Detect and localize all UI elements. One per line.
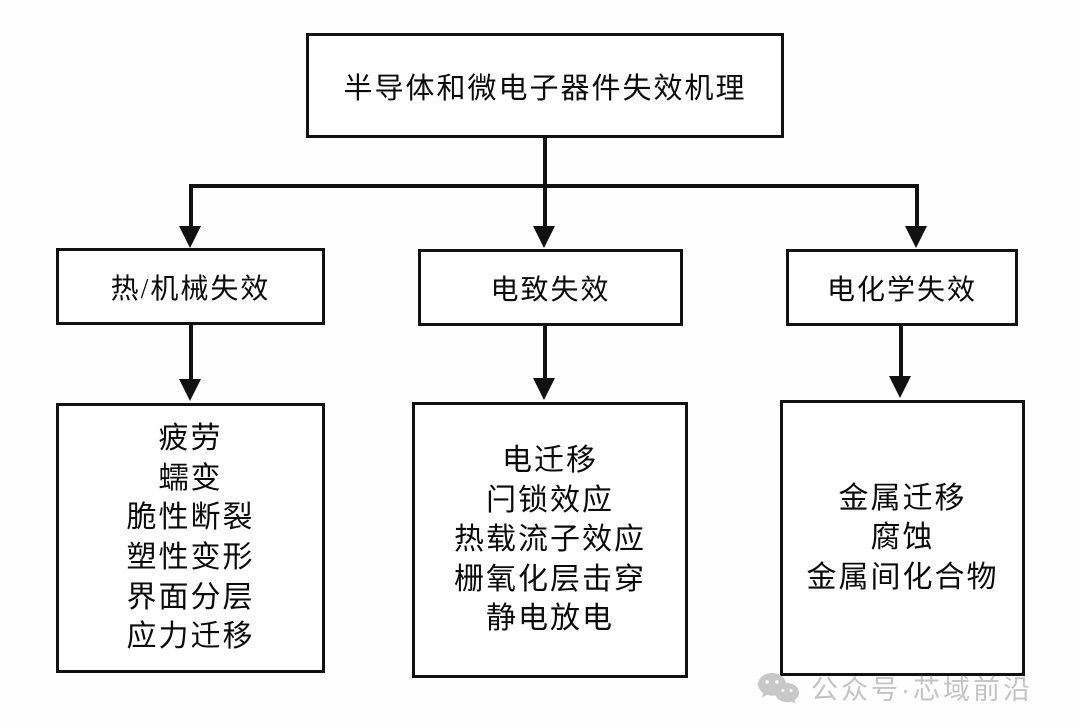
list-item: 蠕变 [158, 461, 223, 495]
list-item: 金属迁移 [838, 481, 967, 515]
connector-category-1-to-list-1 [189, 325, 193, 383]
list-item: 热载流子效应 [454, 523, 646, 557]
connector-bus-to-category-3 [915, 184, 919, 230]
connector-bus-to-category-1 [189, 184, 193, 230]
wechat-icon [757, 671, 801, 705]
node-category-1-label: 热/机械失效 [110, 273, 271, 305]
list-item: 应力迁移 [126, 620, 255, 654]
connector-root-trunk [543, 138, 547, 186]
list-item: 脆性断裂 [126, 501, 255, 535]
node-root: 半导体和微电子器件失效机理 [306, 33, 784, 138]
watermark-text: 公众号·芯域前沿 [811, 675, 1033, 705]
node-category-electrical: 电致失效 [418, 249, 683, 326]
node-category-2-label: 电致失效 [490, 274, 611, 306]
connector-category-2-to-list-2 [543, 326, 547, 382]
node-root-label: 半导体和微电子器件失效机理 [343, 72, 747, 105]
list-item: 电迁移 [502, 444, 598, 478]
watermark: 公众号·芯域前沿 [757, 668, 1033, 707]
arrow-head-icon-list-2 [533, 378, 555, 400]
node-list-electrochemical: 金属迁移 腐蚀 金属间化合物 [780, 400, 1025, 676]
list-item: 塑性变形 [126, 541, 255, 574]
arrow-head-icon-list-3 [889, 376, 911, 398]
connector-distribution-bus [191, 184, 917, 188]
arrow-head-icon-list-1 [179, 379, 201, 401]
connector-category-3-to-list-3 [899, 326, 903, 380]
list-item: 静电放电 [486, 602, 614, 636]
list-item: 金属间化合物 [806, 560, 999, 594]
arrow-head-icon-category-3 [905, 226, 927, 248]
list-item: 界面分层 [126, 580, 255, 614]
node-list-electrical: 电迁移 闩锁效应 热载流子效应 栅氧化层击穿 静电放电 [412, 402, 688, 678]
list-item: 栅氧化层击穿 [454, 562, 646, 596]
node-category-electrochemical: 电化学失效 [786, 249, 1018, 326]
arrow-head-icon-category-2 [533, 226, 555, 248]
list-item: 疲劳 [158, 422, 223, 456]
node-category-3-label: 电化学失效 [826, 274, 977, 306]
list-item: 腐蚀 [870, 521, 935, 555]
connector-bus-to-category-2 [543, 184, 547, 230]
list-item: 闩锁效应 [486, 483, 614, 517]
node-list-thermal-mechanical: 疲劳 蠕变 脆性断裂 塑性变形 界面分层 应力迁移 [56, 403, 325, 673]
node-category-thermal-mechanical: 热/机械失效 [56, 248, 325, 325]
arrow-head-icon-category-1 [179, 226, 201, 248]
